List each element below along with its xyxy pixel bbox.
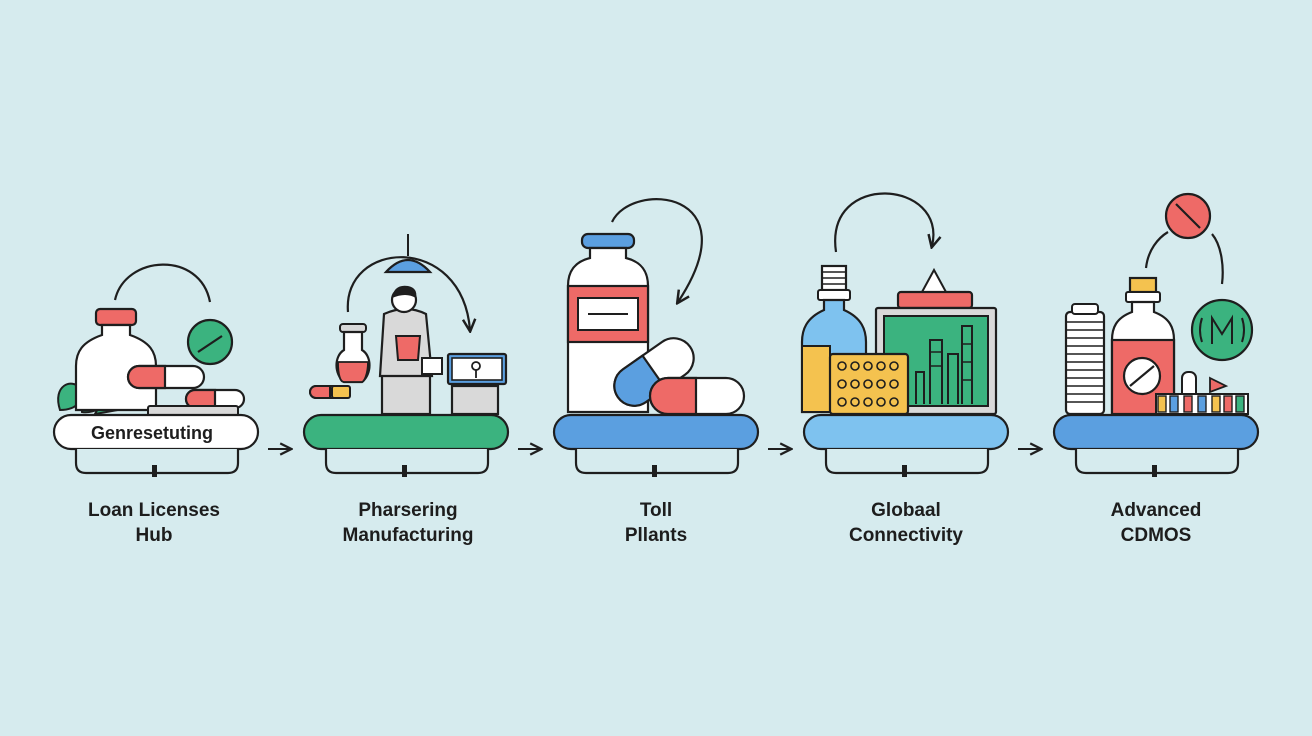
lamp-icon	[383, 234, 433, 274]
stage-label-line: Loan Licenses	[88, 500, 220, 521]
curved-arrow-icon	[346, 256, 470, 330]
server-icon	[1064, 303, 1106, 416]
stage-label-pharsering-manufacturing: Pharsering Manufacturing	[298, 498, 518, 548]
capsule-icon	[613, 337, 746, 416]
stage-label-line: Pllants	[624, 525, 688, 546]
stage-label-global-connectivity: Globaal Connectivity	[796, 498, 1016, 548]
stage-global-connectivity	[800, 192, 1010, 477]
no-sign-icon	[1164, 192, 1212, 240]
stage-advanced-cdmos	[1052, 192, 1260, 477]
curved-arrow-icon	[113, 263, 212, 303]
curved-arrow-icon	[834, 192, 933, 253]
stage-label-line: Advanced	[1110, 500, 1202, 521]
stage-toll-plants	[552, 198, 760, 477]
platform: Genresetuting	[52, 413, 260, 477]
bottle-icon	[74, 307, 158, 412]
stage-pharsering-manufacturing	[302, 234, 510, 477]
blister-pack-icon	[828, 352, 910, 416]
platform-text: Genresetuting	[91, 423, 213, 443]
worker-icon	[378, 285, 443, 416]
no-sign-icon	[186, 318, 234, 366]
stage-label-line: Toll	[639, 500, 673, 521]
platform	[552, 413, 760, 477]
stage-label-advanced-cdmos: Advanced CDMOS	[1046, 498, 1266, 548]
stage-loan-licenses-hub: Genresetuting	[52, 263, 260, 477]
microscope-icon	[446, 352, 508, 416]
curved-arrow-icon	[1211, 233, 1224, 285]
stage-label-line: Hub	[135, 525, 173, 546]
stage-label-line: CDMOS	[1120, 525, 1192, 546]
bottle-icon	[1110, 276, 1176, 416]
flask-icon	[309, 323, 371, 399]
stage-label-loan-licenses-hub: Loan Licenses Hub	[44, 498, 264, 548]
stage-label-line: Globaal	[871, 500, 941, 521]
platform	[1052, 413, 1260, 477]
stage-label-toll-plants: Toll Pllants	[546, 498, 766, 548]
stage-label-line: Pharsering	[358, 500, 458, 521]
molecule-icon	[1190, 298, 1254, 362]
test-tubes-icon	[1155, 371, 1249, 415]
stage-label-line: Manufacturing	[342, 525, 474, 546]
stage-label-line: Connectivity	[848, 525, 964, 546]
platform	[802, 413, 1010, 477]
curved-arrow-icon	[1144, 231, 1169, 269]
capsule-icon	[126, 364, 246, 417]
curved-arrow-icon	[611, 198, 703, 302]
platform	[302, 413, 510, 477]
